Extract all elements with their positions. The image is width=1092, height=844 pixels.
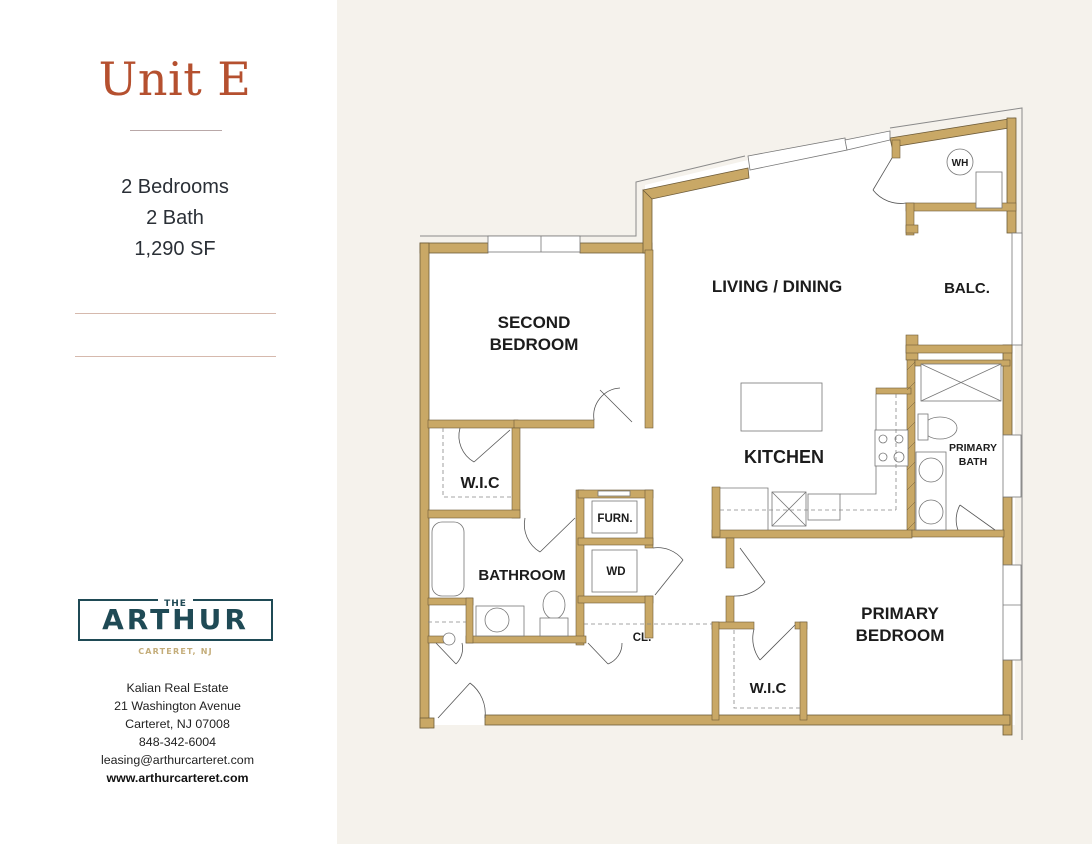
contact-address-line2: Carteret, NJ 07008 bbox=[125, 717, 230, 731]
windows bbox=[487, 130, 1023, 661]
divider-2 bbox=[75, 356, 276, 357]
contact-block: Kalian Real Estate 21 Washington Avenue … bbox=[75, 679, 280, 787]
label-primary-bedroom-line1: PRIMARY bbox=[861, 604, 939, 623]
contact-phone[interactable]: 848-342-6004 bbox=[138, 735, 217, 749]
logo-location: CARTERET, NJ bbox=[138, 647, 213, 656]
contact-email[interactable]: leasing@arthurcarteret.com bbox=[100, 753, 255, 767]
label-bathroom: BATHROOM bbox=[478, 567, 565, 584]
fixtures bbox=[431, 148, 1003, 646]
label-washer-dryer: WD bbox=[606, 566, 625, 578]
spec-bedrooms: 2 Bedrooms bbox=[121, 176, 229, 198]
unit-title: Unit E bbox=[98, 52, 252, 106]
exterior-walls bbox=[419, 117, 1017, 736]
label-second-bedroom-line1: SECOND bbox=[498, 313, 571, 332]
label-primary-bath-line1: PRIMARY bbox=[949, 442, 997, 454]
unit-specs: 2 Bedrooms 2 Bath 1,290 SF bbox=[0, 172, 350, 265]
label-closet: CL. bbox=[633, 632, 652, 644]
shelf-lines bbox=[428, 394, 897, 709]
label-wic-primary: W.I.C bbox=[750, 680, 787, 697]
brand-logo: THE ARTHUR bbox=[78, 599, 273, 641]
contact-website[interactable]: www.arthurcarteret.com bbox=[106, 771, 249, 785]
info-panel: Unit E 2 Bedrooms 2 Bath 1,290 SF THE AR… bbox=[0, 0, 337, 844]
label-water-heater: WH bbox=[952, 158, 969, 169]
label-second-bedroom-line2: BEDROOM bbox=[490, 335, 579, 354]
label-balcony: BALC. bbox=[944, 280, 990, 297]
kitchen-island bbox=[740, 382, 823, 432]
interior-walls bbox=[427, 139, 1017, 721]
label-primary-bath-line2: BATH bbox=[959, 456, 987, 468]
contact-company: Kalian Real Estate bbox=[126, 681, 229, 695]
logo-the: THE bbox=[158, 599, 193, 609]
title-divider bbox=[130, 130, 222, 131]
label-kitchen: KITCHEN bbox=[744, 447, 824, 467]
contact-address-line1: 21 Washington Avenue bbox=[114, 699, 241, 713]
label-wic-second: W.I.C bbox=[460, 475, 500, 492]
spec-area: 1,290 SF bbox=[134, 238, 216, 260]
divider-1 bbox=[75, 313, 276, 314]
label-primary-bedroom-line2: BEDROOM bbox=[856, 626, 945, 645]
spec-baths: 2 Bath bbox=[146, 207, 204, 229]
label-living-dining: LIVING / DINING bbox=[712, 277, 842, 296]
doors bbox=[435, 157, 996, 719]
interior-fill bbox=[428, 120, 1015, 725]
label-furnace: FURN. bbox=[597, 513, 632, 525]
logo-name: ARTHUR bbox=[102, 603, 249, 636]
